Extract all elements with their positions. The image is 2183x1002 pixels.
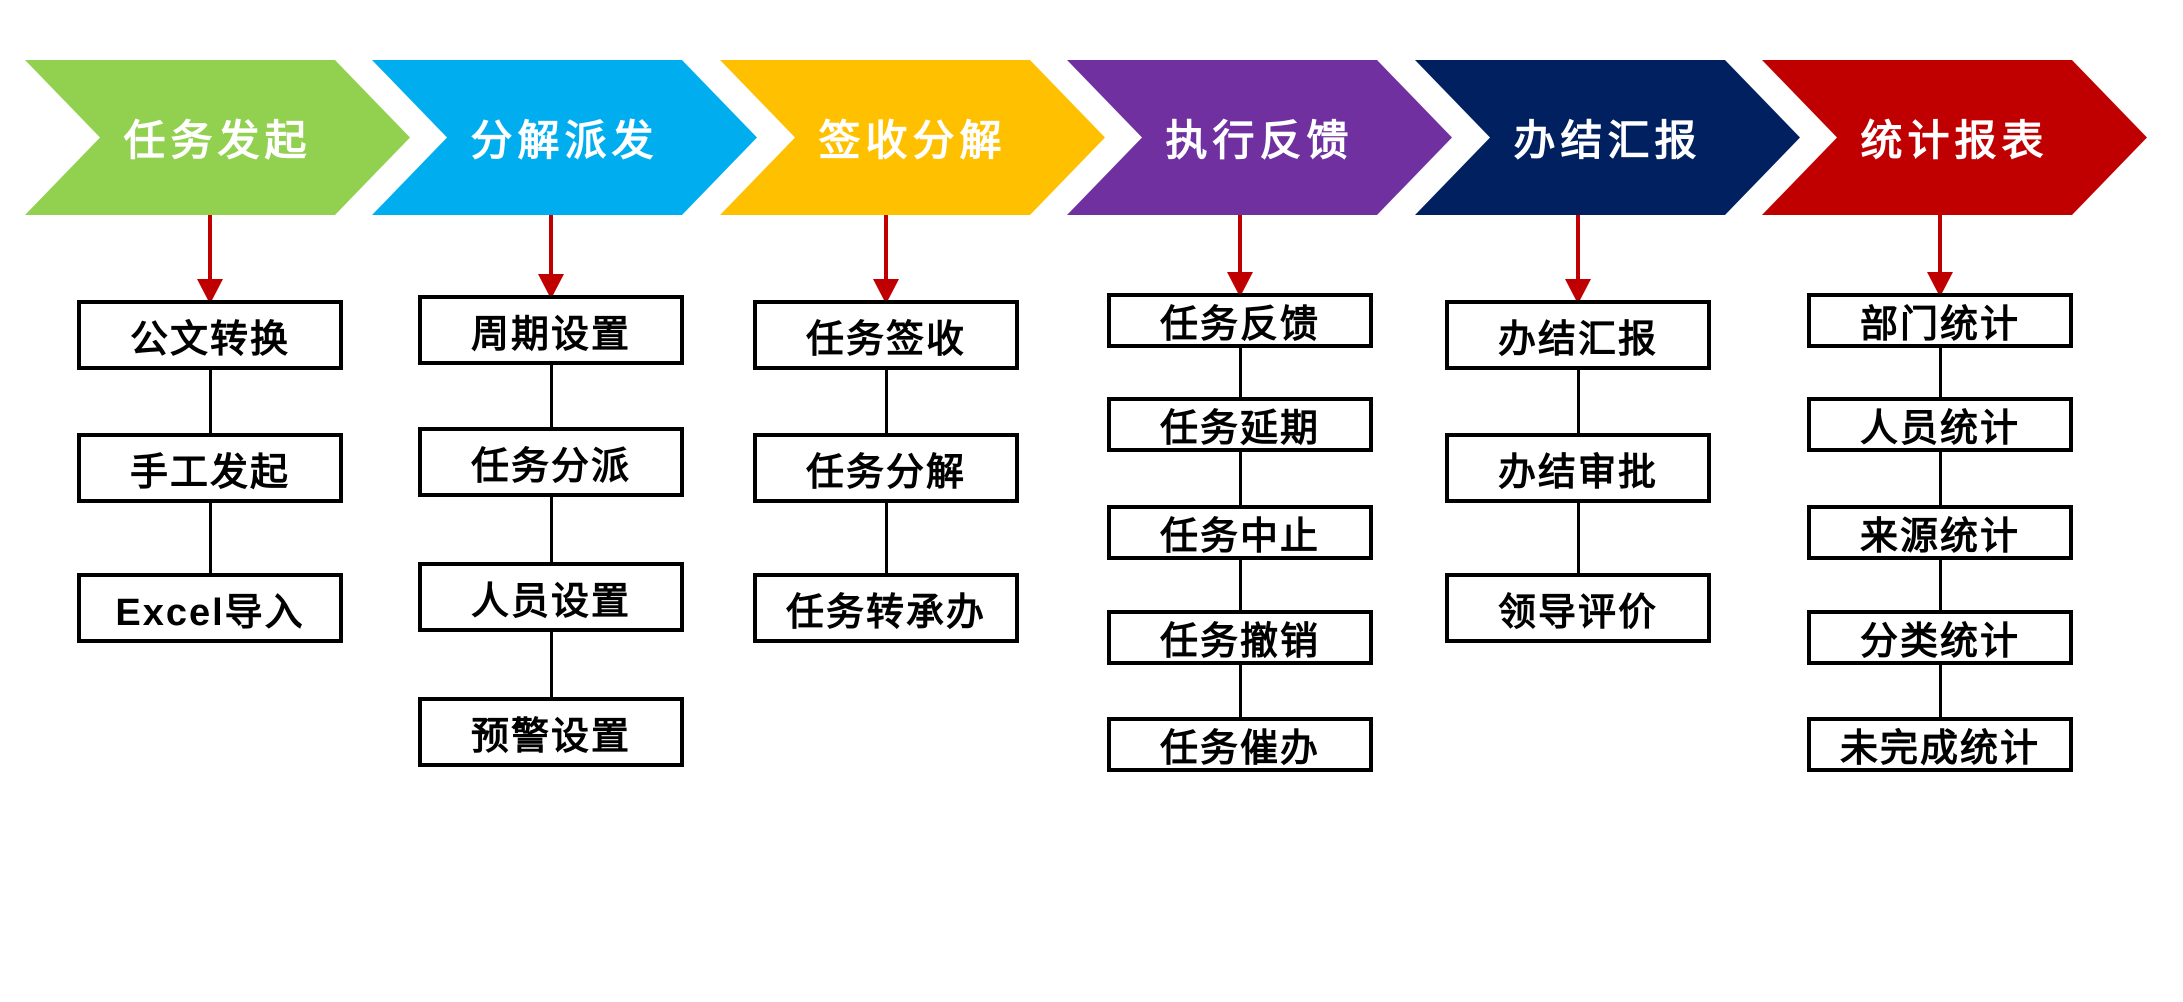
node-label: 任务催办 xyxy=(1159,728,1320,770)
node-label: 分类统计 xyxy=(1859,621,2020,663)
stage-label: 分解派发 xyxy=(470,117,659,164)
node-box: 未完成统计 xyxy=(1807,717,2073,772)
down-arrow-icon xyxy=(1927,215,1953,297)
stage-chevron-4: 执行反馈 xyxy=(1067,60,1452,215)
arrow-head xyxy=(1227,272,1253,297)
node-label: 公文转换 xyxy=(129,318,290,361)
arrow-line xyxy=(884,215,888,282)
node-label: 任务延期 xyxy=(1159,408,1320,450)
node-box: 任务签收 xyxy=(753,300,1019,370)
node-box: 任务催办 xyxy=(1107,717,1373,772)
node-label: 任务分派 xyxy=(470,445,631,488)
connector-line xyxy=(1938,560,1942,610)
stage-label: 统计报表 xyxy=(1860,117,2049,164)
node-box: 办结汇报 xyxy=(1445,300,1711,370)
connector-line xyxy=(1576,370,1580,433)
node-box: 任务分派 xyxy=(418,427,684,497)
connector-line xyxy=(1238,348,1242,397)
node-label: Excel导入 xyxy=(115,591,305,634)
node-box: 手工发起 xyxy=(77,433,343,503)
connector-line xyxy=(1238,452,1242,505)
node-label: 手工发起 xyxy=(129,451,290,494)
arrow-line xyxy=(208,215,212,282)
node-label: 任务反馈 xyxy=(1159,304,1320,346)
node-box: 周期设置 xyxy=(418,295,684,365)
connector-line xyxy=(1938,348,1942,397)
arrow-head xyxy=(1927,272,1953,297)
node-label: 任务分解 xyxy=(805,451,966,494)
stage-chevron-2: 分解派发 xyxy=(372,60,757,215)
arrow-line xyxy=(1938,215,1942,275)
node-box: 任务延期 xyxy=(1107,397,1373,452)
connector-line xyxy=(549,497,553,562)
node-label: 来源统计 xyxy=(1859,516,2020,558)
connector-line xyxy=(549,632,553,697)
stage-chevron-6: 统计报表 xyxy=(1762,60,2147,215)
node-box: 人员统计 xyxy=(1807,397,2073,452)
node-label: 部门统计 xyxy=(1859,304,2020,346)
stage-label: 办结汇报 xyxy=(1513,117,1702,164)
stage-chevron-5: 办结汇报 xyxy=(1415,60,1800,215)
node-box: 任务分解 xyxy=(753,433,1019,503)
node-box: 任务撤销 xyxy=(1107,610,1373,665)
connector-line xyxy=(1938,665,1942,717)
node-box: 任务转承办 xyxy=(753,573,1019,643)
arrow-head xyxy=(1565,279,1591,304)
connector-line xyxy=(1576,503,1580,573)
node-label: 任务转承办 xyxy=(785,591,986,634)
stage-chevron-3: 签收分解 xyxy=(720,60,1105,215)
node-label: 预警设置 xyxy=(470,715,631,758)
node-label: 领导评价 xyxy=(1497,591,1658,634)
stage-chevron-1: 任务发起 xyxy=(25,60,410,215)
arrow-line xyxy=(549,215,553,277)
node-box: 来源统计 xyxy=(1807,505,2073,560)
node-box: 部门统计 xyxy=(1807,293,2073,348)
node-label: 任务签收 xyxy=(805,318,966,361)
node-box: 任务中止 xyxy=(1107,505,1373,560)
node-label: 办结汇报 xyxy=(1497,318,1658,361)
node-box: 预警设置 xyxy=(418,697,684,767)
node-label: 周期设置 xyxy=(470,313,631,356)
down-arrow-icon xyxy=(538,215,564,299)
node-label: 任务撤销 xyxy=(1159,621,1320,663)
stage-label: 执行反馈 xyxy=(1165,117,1354,164)
node-label: 人员统计 xyxy=(1859,408,2020,450)
node-label: 任务中止 xyxy=(1159,516,1320,558)
node-box: 办结审批 xyxy=(1445,433,1711,503)
arrow-head xyxy=(873,279,899,304)
node-box: 公文转换 xyxy=(77,300,343,370)
connector-line xyxy=(1238,560,1242,610)
arrow-head xyxy=(197,279,223,304)
connector-line xyxy=(884,503,888,573)
connector-line xyxy=(1938,452,1942,505)
arrow-line xyxy=(1238,215,1242,275)
node-box: 分类统计 xyxy=(1807,610,2073,665)
stage-label: 任务发起 xyxy=(123,117,312,164)
node-label: 未完成统计 xyxy=(1839,728,2040,770)
arrow-line xyxy=(1576,215,1580,282)
node-box: 任务反馈 xyxy=(1107,293,1373,348)
connector-line xyxy=(208,370,212,433)
stage-label: 签收分解 xyxy=(818,117,1007,164)
node-box: 领导评价 xyxy=(1445,573,1711,643)
node-box: Excel导入 xyxy=(77,573,343,643)
node-box: 人员设置 xyxy=(418,562,684,632)
down-arrow-icon xyxy=(873,215,899,304)
node-label: 人员设置 xyxy=(470,580,631,623)
down-arrow-icon xyxy=(1565,215,1591,304)
down-arrow-icon xyxy=(1227,215,1253,297)
connector-line xyxy=(1238,665,1242,717)
down-arrow-icon xyxy=(197,215,223,304)
connector-line xyxy=(884,370,888,433)
node-label: 办结审批 xyxy=(1497,451,1658,494)
connector-line xyxy=(208,503,212,573)
arrow-head xyxy=(538,274,564,299)
connector-line xyxy=(549,365,553,427)
